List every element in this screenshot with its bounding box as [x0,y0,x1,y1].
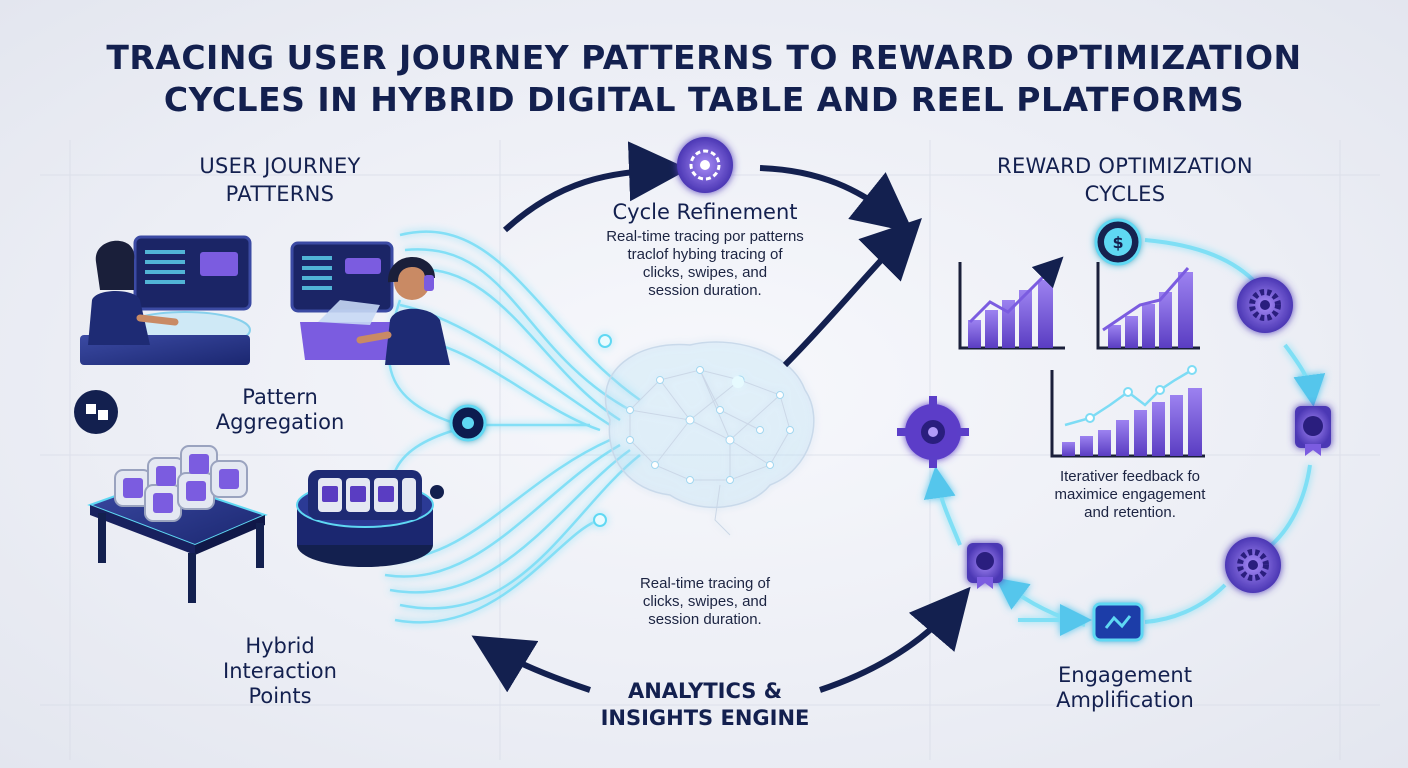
feedback-line-3: and retention. [1084,504,1176,521]
dollar-coin-icon: $ [1094,218,1142,266]
tracing-line-2: clicks, swipes, and [642,593,768,610]
right-heading-line-2: CYCLES [1084,182,1166,206]
cycle-line-3: clicks, swipes, and [642,264,768,281]
left-heading-line-2: PATTERNS [225,182,335,206]
right-heading-line-1: REWARD OPTIMIZATION [997,154,1253,178]
gear-icon-bottom-right [1225,537,1281,593]
gear-icon [677,137,733,193]
bar-chart-1 [958,256,1065,350]
cycle-line-2: traclof hybing tracing of [627,246,783,263]
tracing-description: Real-time tracing of clicks, swipes, and… [555,575,855,629]
engagement-amplification-label: Engagement Amplification [1010,663,1240,713]
left-heading-line-1: USER JOURNEY [199,154,361,178]
slot-reel-device-illustration [296,470,444,567]
eye-node-icon [449,404,487,442]
cycle-refinement-description: Real-time tracing por patterns traclof h… [555,228,855,300]
hybrid-interaction-label: Hybrid Interaction Points [180,634,380,709]
tracing-line-3: session duration. [648,611,762,628]
cycle-line-1: Real-time tracing por patterns [606,228,804,245]
reel-table-illustration [87,445,268,603]
hybrid-line-1: Hybrid [245,634,315,658]
cycle-line-4: session duration. [648,282,762,299]
analytics-engine-label: ANALYTICS & INSIGHTS ENGINE [560,678,850,732]
amp-line-1: Engagement [1058,663,1192,687]
app-logo-icon [74,390,118,434]
pattern-line-2: Aggregation [215,410,345,434]
flow-screen-icon [1092,602,1144,642]
amp-line-2: Amplification [1056,688,1194,712]
cycle-refinement-title: Cycle Refinement [612,200,798,224]
right-heading: REWARD OPTIMIZATION CYCLES [960,152,1290,208]
bar-chart-2 [1096,262,1200,350]
feedback-line-1: Iterativer feedback fo [1059,468,1201,485]
feedback-description: Iterativer feedback fo maximice engageme… [1020,468,1240,522]
title-line-2: CYCLES IN HYBRID DIGITAL TABLE AND REEL … [163,80,1245,119]
ribbon-badge-icon [1295,406,1331,456]
ribbon-badge-icon-left [967,543,1003,589]
engine-line-2: INSIGHTS ENGINE [600,706,810,730]
engine-line-1: ANALYTICS & [627,679,783,703]
svg-text:$: $ [1112,233,1123,252]
left-heading: USER JOURNEY PATTERNS [170,152,390,208]
gear-icon-top-right [1237,277,1293,333]
bar-chart-3 [1050,365,1205,458]
person-at-monitor-illustration [80,235,252,365]
spiky-gear-icon [897,396,969,468]
person-with-headset-illustration [290,241,450,365]
hybrid-line-3: Points [248,684,312,708]
hybrid-line-2: Interaction [223,659,337,683]
brain-network-icon [604,341,815,536]
feedback-line-2: maximice engagement [1054,486,1206,503]
tracing-line-1: Real-time tracing of [639,575,771,592]
pattern-aggregation-label: Pattern Aggregation [180,385,380,435]
pattern-line-1: Pattern [242,385,318,409]
title-line-1: TRACING USER JOURNEY PATTERNS TO REWARD … [106,38,1302,77]
